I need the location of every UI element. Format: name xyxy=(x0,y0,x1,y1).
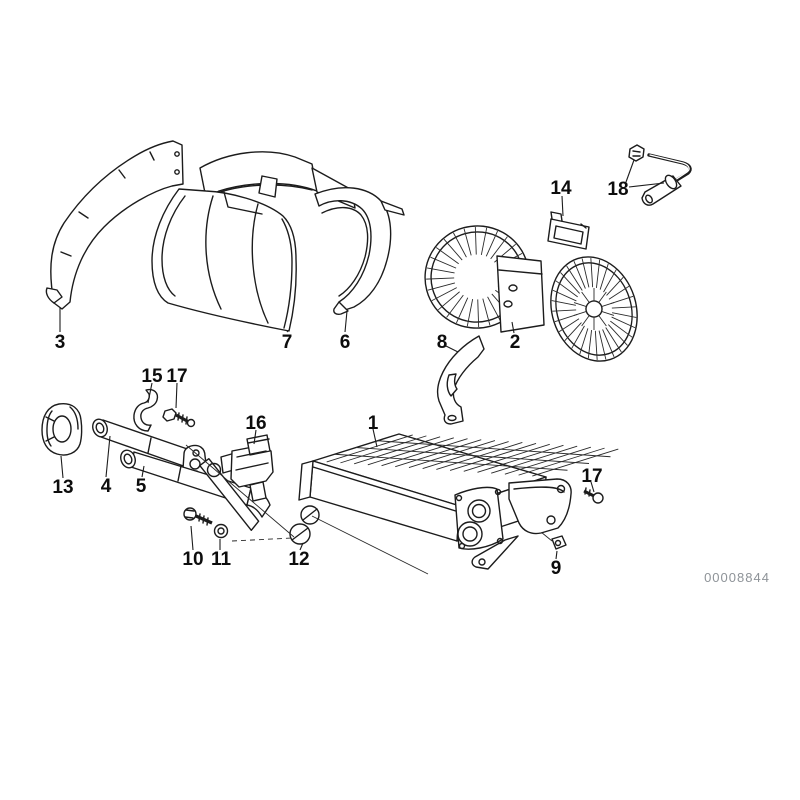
part-label-18: 18 xyxy=(607,179,628,200)
leader-line xyxy=(445,345,459,353)
leader-line xyxy=(555,550,558,560)
leader-line xyxy=(625,159,635,183)
part-6-housing-cover xyxy=(314,187,405,315)
leader-line xyxy=(372,428,378,448)
part-7-housing-shell xyxy=(151,151,356,332)
part-label-6: 6 xyxy=(340,332,351,353)
leader-line xyxy=(286,329,290,333)
part-17-screw-rear xyxy=(583,487,604,504)
part-10-bolt xyxy=(183,507,213,526)
part-label-8: 8 xyxy=(437,332,448,353)
part-label-16: 16 xyxy=(245,413,266,434)
part-label-7: 7 xyxy=(282,332,293,353)
part-label-3: 3 xyxy=(55,332,66,353)
part-label-17: 17 xyxy=(581,466,602,487)
part-11-nut xyxy=(213,523,229,539)
part-label-12: 12 xyxy=(288,549,309,570)
leader-line xyxy=(141,465,145,478)
leader-line xyxy=(175,382,178,409)
part-label-10: 10 xyxy=(182,549,203,570)
part-label-17: 17 xyxy=(166,366,187,387)
leader-line xyxy=(299,542,304,551)
part-8-bracket xyxy=(436,335,485,425)
part-2-blower-motor xyxy=(424,225,638,362)
leader-line xyxy=(105,435,111,478)
part-9-nut xyxy=(551,535,567,550)
part-16-water-valve xyxy=(206,434,274,502)
part-label-13: 13 xyxy=(52,477,73,498)
part-12-seal-rings xyxy=(289,505,320,545)
part-label-14: 14 xyxy=(550,178,572,199)
footer: B M W BMW 64118391363 xyxy=(0,690,800,800)
watermark: 00008844 xyxy=(704,570,770,585)
part-label-5: 5 xyxy=(136,476,147,497)
part-label-11: 11 xyxy=(211,549,232,570)
part-label-4: 4 xyxy=(101,476,112,497)
part-1-heater-core xyxy=(185,433,619,575)
leader-line xyxy=(190,525,194,551)
part-13-grommet xyxy=(41,402,83,456)
leader-line xyxy=(628,182,665,188)
part-3-gasket-strip xyxy=(45,140,184,310)
leader-line xyxy=(344,310,348,333)
part-15-clamp xyxy=(133,388,159,432)
part-label-9: 9 xyxy=(551,558,562,579)
leader-line xyxy=(147,382,153,404)
part-18-temperature-sensor xyxy=(628,144,692,206)
leader-line xyxy=(511,321,515,334)
leader-line xyxy=(561,195,564,217)
leader-line xyxy=(590,481,595,493)
part-label-15: 15 xyxy=(141,366,163,387)
leader-line xyxy=(253,429,257,445)
part-14-resistor xyxy=(547,211,590,250)
leader-line xyxy=(60,455,64,479)
part-label-2: 2 xyxy=(510,332,521,353)
part-label-1: 1 xyxy=(368,413,379,434)
part-17-screw-front xyxy=(162,408,196,428)
